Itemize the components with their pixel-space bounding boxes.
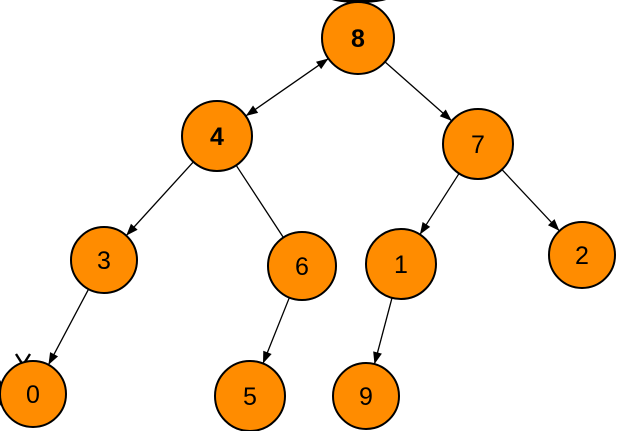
tree-node-9: 9 [332, 362, 400, 430]
edge-arrowhead-icon [262, 350, 272, 364]
edge-arrowhead-icon [48, 352, 59, 365]
edge-arrowhead-icon [245, 105, 259, 117]
node-circle [70, 226, 138, 294]
node-circle [332, 362, 400, 430]
node-circle [548, 221, 616, 289]
edge-arrowhead-icon [373, 351, 382, 365]
node-label: 3 [97, 247, 111, 275]
tree-edge-7-2 [501, 169, 560, 232]
tree-edge-3-0 [47, 288, 90, 366]
node-label: 9 [359, 383, 373, 411]
node-label: 0 [26, 381, 40, 409]
tree-node-2: 2 [548, 221, 616, 289]
edge-line [501, 169, 560, 232]
node-label: 2 [575, 242, 589, 270]
node-circle [442, 108, 514, 180]
node-circle [267, 231, 337, 301]
node-label: 7 [471, 131, 485, 159]
edge-line [384, 61, 453, 122]
tree-node-6: 6 [267, 231, 337, 301]
tree-edge-8-7 [384, 61, 453, 122]
edge-line [125, 161, 194, 237]
node-label: 1 [394, 251, 408, 279]
tree-edge-4-3 [125, 161, 194, 237]
edge-line [245, 58, 329, 117]
tree-node-3: 3 [70, 226, 138, 294]
tree-node-8: 8 [321, 1, 395, 75]
tree-node-4: 4 [181, 100, 253, 172]
tree-edge-7-1 [419, 173, 460, 235]
edge-line [235, 164, 284, 238]
edge-arrowhead-icon [439, 109, 452, 121]
node-circle [365, 228, 437, 300]
edge-line [419, 173, 460, 235]
edge-arrowhead-icon [547, 219, 560, 231]
node-label: 8 [351, 25, 365, 53]
node-circle [214, 360, 286, 431]
node-label: 4 [210, 123, 224, 151]
tree-edge-1-9 [373, 297, 393, 365]
tree-edge-6-5 [262, 297, 290, 364]
node-label: 5 [243, 383, 257, 411]
tree-node-1: 1 [365, 228, 437, 300]
tree-node-5: 5 [214, 360, 286, 431]
tree-edge-8-4 [245, 58, 329, 117]
edge-arrowhead-icon [316, 58, 329, 70]
tree-node-7: 7 [442, 108, 514, 180]
edge-line [47, 288, 90, 366]
tree-edge-4-6 [235, 164, 284, 238]
edge-arrowhead-icon [126, 223, 138, 236]
node-circle [0, 360, 67, 428]
tree-node-0: 0 [0, 360, 67, 428]
node-label: 6 [295, 253, 309, 281]
node-circle [321, 1, 395, 75]
node-circle [181, 100, 253, 172]
edge-arrowhead-icon [419, 222, 431, 235]
